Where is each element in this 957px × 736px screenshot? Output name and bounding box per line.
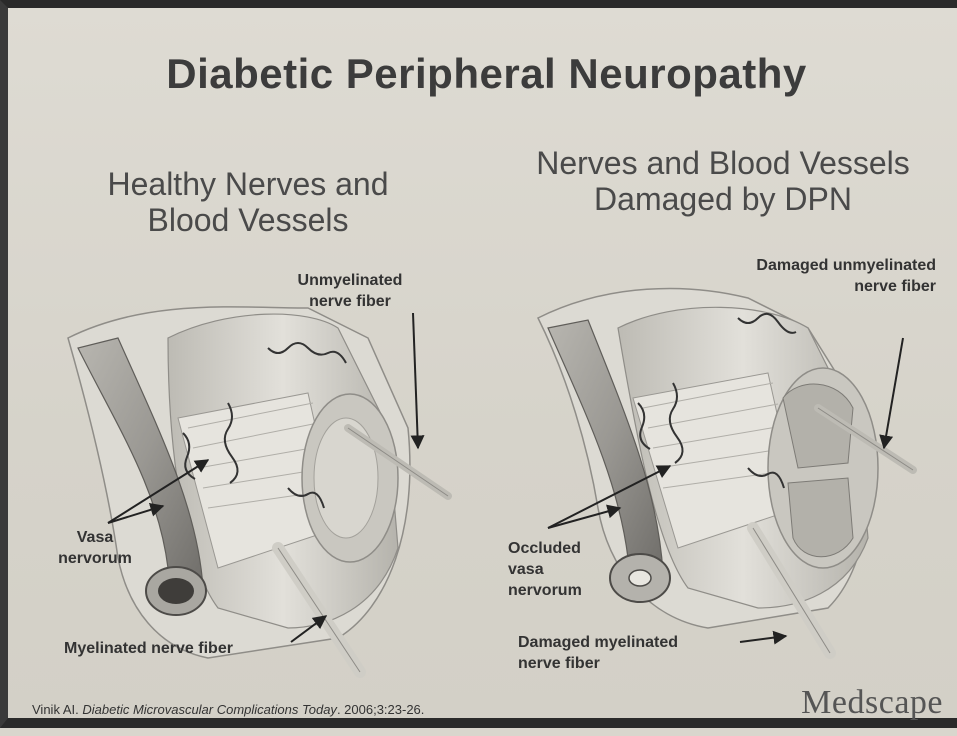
label-damaged-unmyelinated: Damaged unmyelinated nerve fiber	[676, 255, 936, 297]
citation: Vinik AI. Diabetic Microvascular Complic…	[32, 702, 424, 717]
label-unmyelinated: Unmyelinated nerve fiber	[280, 270, 420, 312]
healthy-nerve-illustration	[68, 307, 448, 672]
healthy-heading-line1: Healthy Nerves and	[68, 166, 428, 202]
slide-title: Diabetic Peripheral Neuropathy	[8, 50, 957, 98]
label-unmyelinated-line1: Unmyelinated	[280, 270, 420, 291]
label-myelinated: Myelinated nerve fiber	[64, 638, 233, 659]
damaged-heading-line2: Damaged by DPN	[493, 181, 953, 217]
illustration-canvas	[8, 8, 957, 736]
label-occluded-line2: vasa	[508, 559, 582, 580]
healthy-heading-line2: Blood Vessels	[68, 202, 428, 238]
label-damaged-unmyelinated-line1: Damaged unmyelinated	[676, 255, 936, 276]
citation-ref: . 2006;3:23-26.	[337, 702, 424, 717]
label-occluded-vasa-nervorum: Occluded vasa nervorum	[508, 538, 582, 601]
label-occluded-line3: nervorum	[508, 580, 582, 601]
citation-author: Vinik AI.	[32, 702, 79, 717]
label-occluded-line1: Occluded	[508, 538, 582, 559]
label-vasa-nervorum: Vasa nervorum	[40, 527, 150, 569]
label-unmyelinated-line2: nerve fiber	[280, 291, 420, 312]
damaged-heading: Nerves and Blood Vessels Damaged by DPN	[493, 145, 953, 217]
label-vasa-line1: Vasa	[40, 527, 150, 548]
citation-journal: Diabetic Microvascular Complications Tod…	[82, 702, 337, 717]
label-damaged-myelinated-line1: Damaged myelinated	[518, 632, 678, 653]
healthy-heading: Healthy Nerves and Blood Vessels	[68, 166, 428, 238]
label-vasa-line2: nervorum	[40, 548, 150, 569]
damaged-nerve-illustration	[538, 288, 913, 653]
label-damaged-unmyelinated-line2: nerve fiber	[676, 276, 936, 297]
label-damaged-myelinated: Damaged myelinated nerve fiber	[518, 632, 678, 674]
label-damaged-myelinated-line2: nerve fiber	[518, 653, 678, 674]
medscape-logo: Medscape	[801, 684, 943, 722]
damaged-heading-line1: Nerves and Blood Vessels	[493, 145, 953, 181]
